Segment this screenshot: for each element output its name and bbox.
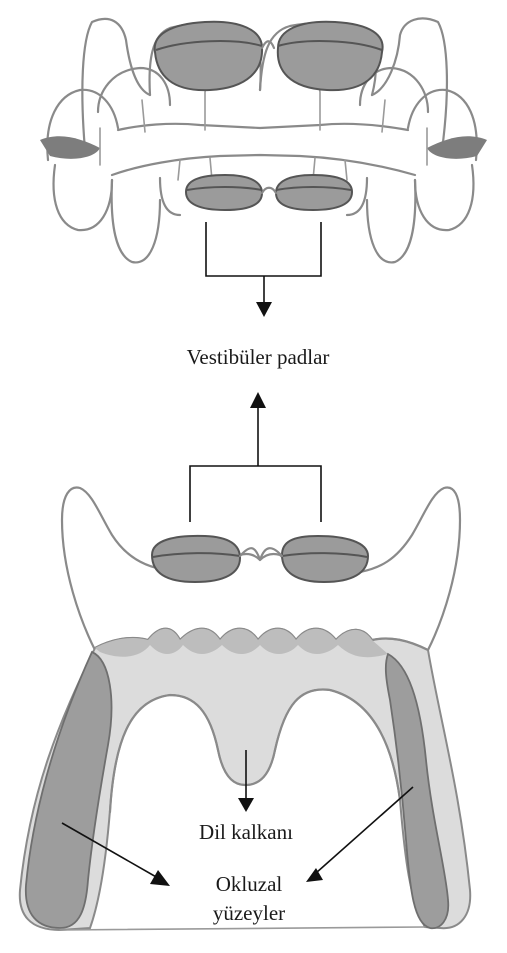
lower-vestibular-pad-left [186, 175, 262, 210]
occlusal-surfaces-label-line1: Okluzal [216, 872, 283, 896]
occlusal-appliance-view [20, 487, 470, 930]
occlusal-surfaces-label-line2: yüzeyler [213, 901, 285, 925]
arrow-to-label-from-bottom [190, 392, 321, 522]
arrow-to-label-from-top [206, 222, 321, 317]
lower-occlusal-pad-left [152, 536, 240, 582]
lower-vestibular-pad-right [276, 175, 352, 210]
arrow-occlusal-right [306, 787, 413, 882]
upper-vestibular-pad-left [155, 22, 262, 90]
frontal-teeth-view [40, 18, 487, 262]
lower-occlusal-pad-right [282, 536, 368, 582]
upper-vestibular-pad-right [278, 22, 383, 90]
lingual-shield-label: Dil kalkanı [199, 820, 293, 844]
vestibular-pads-label: Vestibüler padlar [187, 345, 330, 369]
